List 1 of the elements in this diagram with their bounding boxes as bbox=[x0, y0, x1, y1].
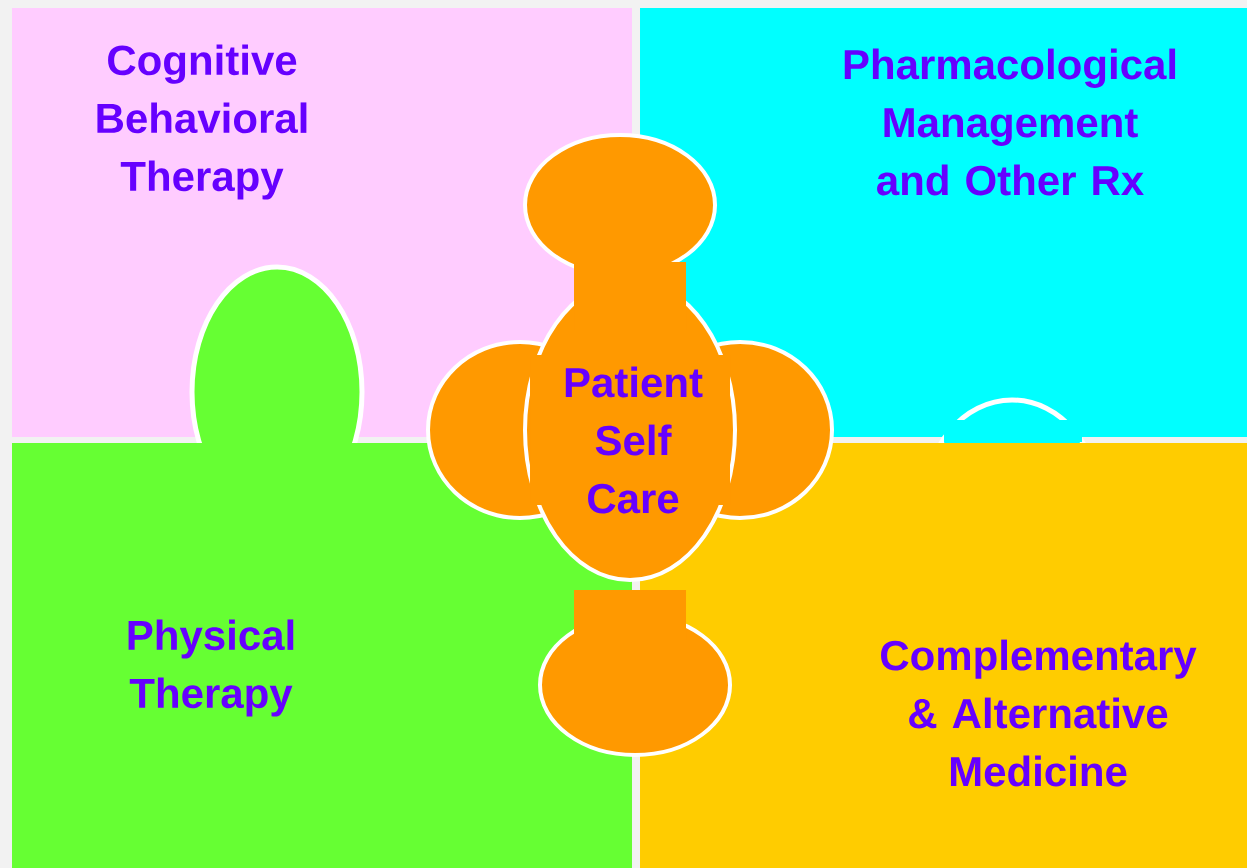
puzzle-piece: Patient Self Care bbox=[426, 133, 834, 757]
